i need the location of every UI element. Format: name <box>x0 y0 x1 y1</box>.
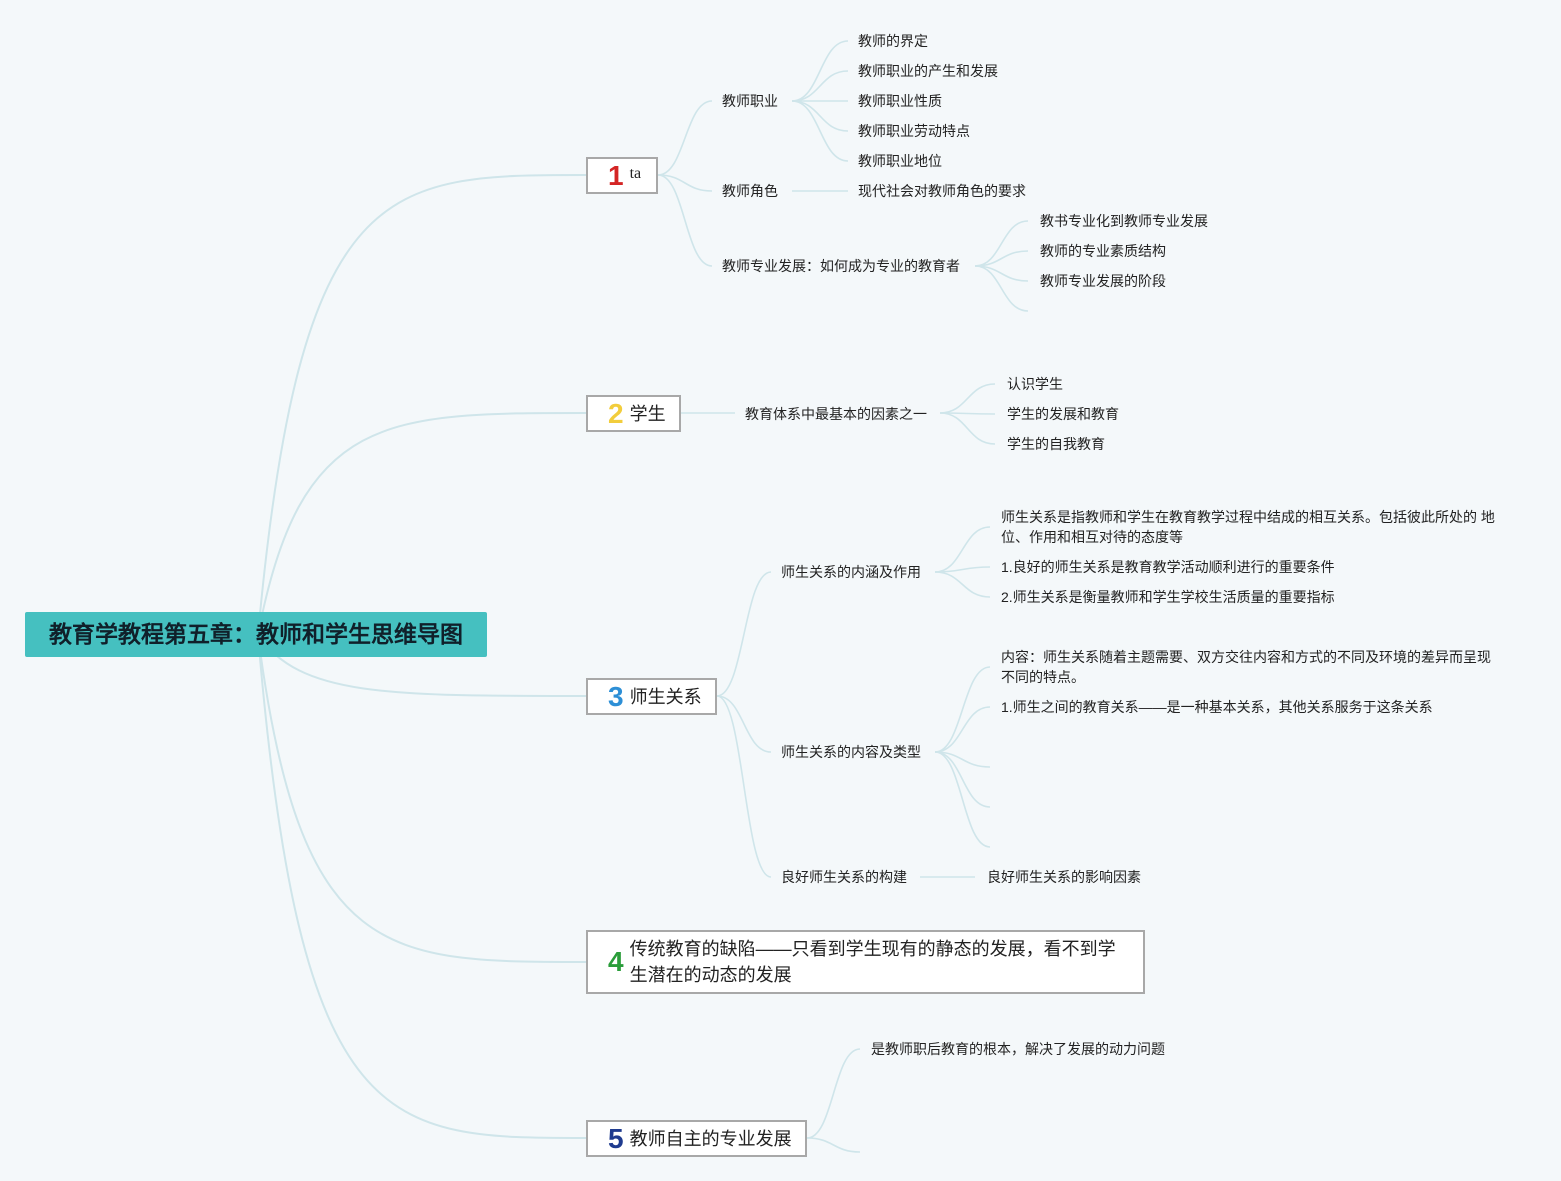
topic-profession-origin[interactable]: 教师职业的产生和发展 <box>858 63 998 79</box>
branch-number-4: 4 <box>608 946 624 977</box>
topic-relationship-meaning[interactable]: 师生关系的内涵及作用 <box>781 564 921 580</box>
branch-1-teacher[interactable]: 1 ta <box>586 157 658 194</box>
connector-line <box>934 666 991 753</box>
topic-good-relationship-condition[interactable]: 1.良好的师生关系是教育教学活动顺利进行的重要条件 <box>1001 559 1335 575</box>
topic-professionalization[interactable]: 教书专业化到教师专业发展 <box>1040 213 1208 229</box>
connector-line <box>934 706 991 753</box>
connector-line <box>716 695 772 753</box>
topic-basic-factor[interactable]: 教育体系中最基本的因素之一 <box>745 406 927 422</box>
topic-teacher-profession[interactable]: 教师职业 <box>722 93 778 109</box>
connector-line <box>806 1048 861 1139</box>
branch-label-5: 教师自主的专业发展 <box>629 1128 792 1149</box>
topic-relationship-building[interactable]: 良好师生关系的构建 <box>781 869 907 885</box>
branch-4-traditional-education[interactable]: 4 传统教育的缺陷——只看到学生现有的静态的发展，看不到学生潜在的动态的发展 <box>586 930 1145 994</box>
connector-line <box>939 383 996 414</box>
topic-relationship-definition[interactable]: 师生关系是指教师和学生在教育教学过程中结成的相互关系。包括彼此所处的 地位、作用… <box>1001 509 1495 545</box>
connector-line <box>974 265 1029 312</box>
connector-line <box>806 1137 861 1153</box>
connector-line <box>974 220 1029 267</box>
connector-line <box>657 100 713 176</box>
root-connector <box>257 174 587 636</box>
branch-label-1: ta <box>629 164 642 182</box>
topic-educational-relationship[interactable]: 1.师生之间的教育关系——是一种基本关系，其他关系服务于这条关系 <box>1001 699 1433 715</box>
connector-line <box>657 174 713 192</box>
topic-teacher-role[interactable]: 教师角色 <box>722 183 778 199</box>
connector-line <box>791 70 849 102</box>
root-topic[interactable]: 教育学教程第五章：教师和学生思维导图 <box>25 612 487 657</box>
branch-2-student[interactable]: 2 学生 <box>586 395 681 432</box>
branch-number-3: 3 <box>608 680 624 712</box>
connector-line <box>934 751 991 848</box>
topic-role-requirements[interactable]: 现代社会对教师角色的要求 <box>858 183 1026 199</box>
branch-number-2: 2 <box>608 397 624 429</box>
topic-labor-features[interactable]: 教师职业劳动特点 <box>858 123 970 139</box>
topic-influencing-factors[interactable]: 良好师生关系的影响因素 <box>987 869 1141 885</box>
topic-teacher-definition[interactable]: 教师的界定 <box>858 33 928 49</box>
root-connector <box>257 412 587 636</box>
connector-line <box>934 566 991 573</box>
branch-5-autonomous-development[interactable]: 5 教师自主的专业发展 <box>586 1120 807 1157</box>
connector-line <box>716 695 772 878</box>
branch-number-1: 1 <box>608 159 624 191</box>
topic-know-students[interactable]: 认识学生 <box>1007 376 1063 392</box>
branch-label-4: 传统教育的缺陷——只看到学生现有的静态的发展，看不到学生潜在的动态的发展 <box>629 939 1116 985</box>
branch-3-relationship[interactable]: 3 师生关系 <box>586 678 717 715</box>
topic-self-education[interactable]: 学生的自我教育 <box>1007 436 1105 452</box>
topic-post-service-education[interactable]: 是教师职后教育的根本，解决了发展的动力问题 <box>871 1041 1165 1057</box>
root-connector <box>257 634 587 1139</box>
connector-line <box>791 100 849 162</box>
connector-line <box>716 571 772 697</box>
topic-relationship-content[interactable]: 内容：师生关系随着主题需要、双方交往内容和方式的不同及环境的差异而呈现不同的特点… <box>1001 649 1491 685</box>
topic-relationship-indicator[interactable]: 2.师生关系是衡量教师和学生学校生活质量的重要指标 <box>1001 589 1335 605</box>
topic-development-stages[interactable]: 教师专业发展的阶段 <box>1040 273 1166 289</box>
branch-label-3: 师生关系 <box>629 686 702 707</box>
topic-quality-structure[interactable]: 教师的专业素质结构 <box>1040 243 1166 259</box>
connector-line <box>934 751 991 808</box>
branch-number-5: 5 <box>608 1122 624 1154</box>
topic-relationship-types[interactable]: 师生关系的内容及类型 <box>781 744 921 760</box>
topic-professional-development[interactable]: 教师专业发展：如何成为专业的教育者 <box>722 258 960 274</box>
connector-line <box>934 571 991 598</box>
root-connector <box>257 634 587 963</box>
connector-line <box>939 412 996 445</box>
connector-line <box>934 751 991 768</box>
connector-line <box>657 174 713 267</box>
topic-profession-status[interactable]: 教师职业地位 <box>858 153 942 169</box>
topic-profession-nature[interactable]: 教师职业性质 <box>858 93 942 109</box>
connector-line <box>791 40 849 102</box>
topic-student-development[interactable]: 学生的发展和教育 <box>1007 406 1119 422</box>
connector-line <box>791 100 849 132</box>
branch-label-2: 学生 <box>629 403 666 424</box>
connector-line <box>934 526 991 573</box>
